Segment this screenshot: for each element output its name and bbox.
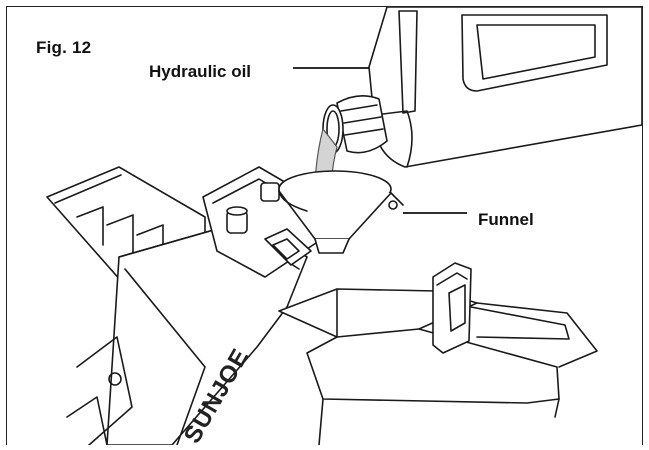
figure-label: Fig. 12 xyxy=(36,38,92,57)
wedge-blade xyxy=(432,262,570,354)
log-splitter-illustration: SUNJOE xyxy=(46,7,642,445)
splitter-body xyxy=(46,166,308,445)
hydraulic-oil-label: Hydraulic oil xyxy=(149,62,252,81)
oil-bottle-icon xyxy=(322,7,642,168)
funnel-label: Funnel xyxy=(478,210,534,229)
push-beam xyxy=(278,288,598,445)
funnel-icon xyxy=(278,170,404,254)
figure-frame: SUNJOE Fig. 12 Hydraulic oil Funnel xyxy=(6,6,643,445)
